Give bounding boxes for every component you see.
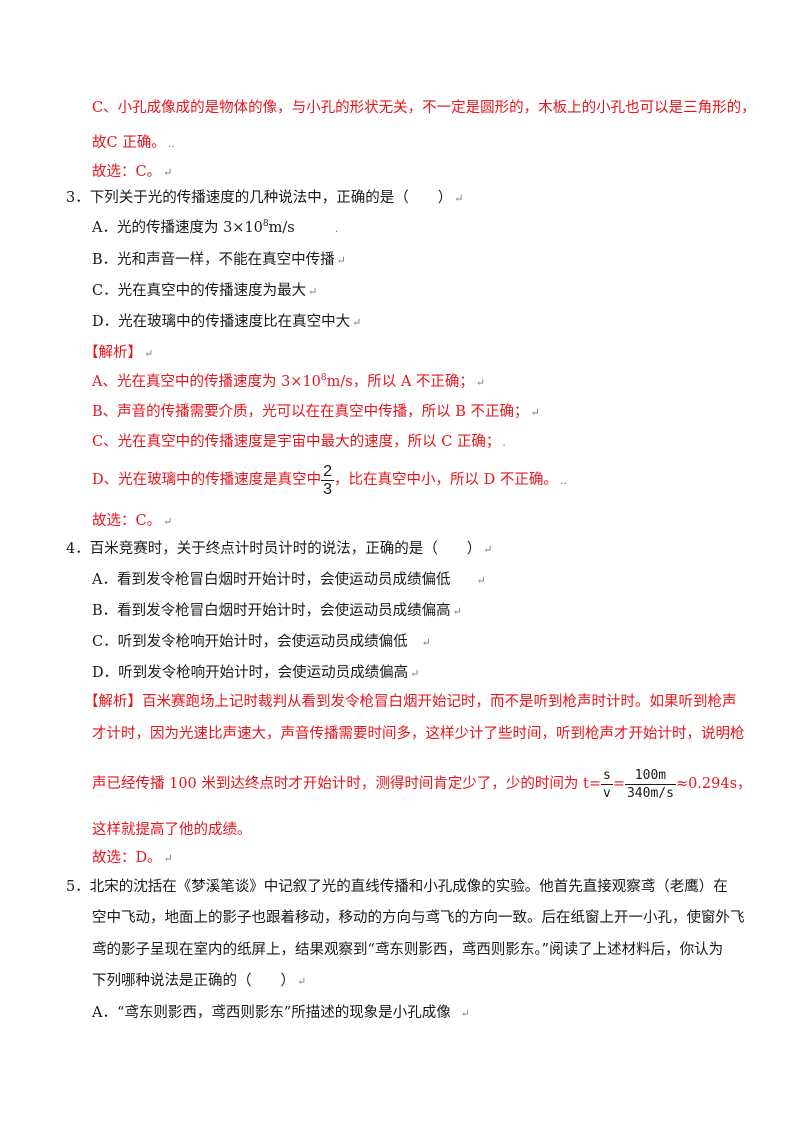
q3-option-b: B．光和声音一样，不能在真空中传播↵ — [92, 252, 346, 268]
q4-option-c: C．听到发令枪响开始计时，会使运动员成绩偏低↵ — [92, 634, 431, 650]
q4-analysis-line-4: 这样就提高了他的成绩。 — [92, 822, 252, 838]
q5-option-a: A．“鸢东则影西，鸢西则影东”所描述的现象是小孔成像↵ — [92, 1005, 471, 1021]
question-3: 3．下列关于光的传播速度的几种说法中，正确的是（ ）↵ — [66, 190, 464, 206]
question-4: 4．百米竞赛时，关于终点计时员计时的说法，正确的是（ ）↵ — [66, 541, 493, 557]
q3-explanation-b: B、声音的传播需要介质，光可以在在真空中传播，所以 B 不正确；↵ — [92, 404, 540, 420]
q4-option-d: D．听到发令枪响开始计时，会使运动员成绩偏高↵ — [92, 665, 420, 681]
answer-previous: 故选：C。↵ — [92, 164, 173, 180]
q3-option-c: C．光在真空中的传播速度为最大↵ — [92, 283, 318, 299]
explanation-option-c: C、小孔成像成的是物体的像，与小孔的形状无关，不一定是圆形的，木板上的小孔也可以… — [92, 100, 756, 116]
answer-4: 故选：D。↵ — [92, 850, 173, 866]
answer-3: 故选：C。↵ — [92, 513, 173, 529]
q4-analysis-line-2: 才计时，因为光速比声速大，声音传播需要时间多，这样少计了些时间，听到枪声才开始计… — [92, 726, 745, 742]
question-5-line-1: 5．北宋的沈括在《梦溪笔谈》中记叙了光的直线传播和小孔成像的实验。他首先直接观察… — [66, 879, 728, 895]
q4-analysis-line-1: 【解析】百米赛跑场上记时裁判从看到发令枪冒白烟开始记时，而不是听到枪声时计时。如… — [84, 694, 737, 710]
question-5-line-2: 空中飞动，地面上的影子也跟着移动，移动的方向与鸢飞的方向一致。后在纸窗上开一小孔… — [92, 910, 745, 926]
q3-explanation-a: A、光在真空中的传播速度为 3×108m/s，所以 A 不正确；↵ — [92, 373, 486, 391]
question-5-line-3: 鸢的影子呈现在室内的纸屏上，结果观察到“鸢东则影西，鸢西则影东。”阅读了上述材料… — [92, 942, 724, 958]
q3-explanation-c: C、光在真空中的传播速度是宇宙中最大的速度，所以 C 正确；. — [92, 434, 506, 450]
analysis-label-3: 【解析】↵ — [84, 345, 154, 361]
q3-option-a: A．光的传播速度为 3×108m/s. — [92, 219, 339, 237]
q4-analysis-line-3: 声已经传播 100 米到达终点时才开始计时，测得时间肯定少了，少的时间为 t=s… — [92, 767, 752, 801]
explanation-option-c-cont: 故C 正确。.. — [92, 135, 175, 151]
q3-option-d: D．光在玻璃中的传播速度比在真空中大↵ — [92, 314, 362, 330]
question-5-line-4: 下列哪种说法是正确的（ ）↵ — [92, 973, 307, 989]
q4-option-a: A．看到发令枪冒白烟时开始计时，会使运动员成绩偏低↵ — [92, 572, 486, 588]
q4-option-b: B．看到发令枪冒白烟时开始计时，会使运动员成绩偏高↵ — [92, 603, 462, 619]
